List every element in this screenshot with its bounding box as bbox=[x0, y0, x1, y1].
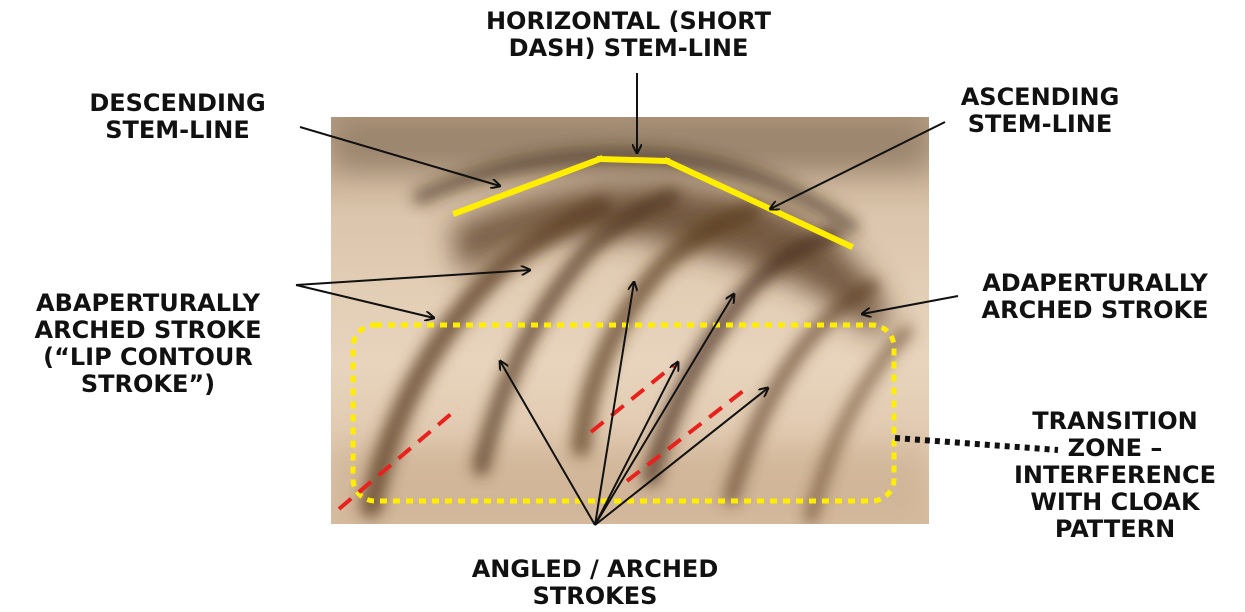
label-horizontal-stem: HORIZONTAL (SHORT DASH) STEM-LINE bbox=[456, 8, 801, 62]
arrow-abaperturally-upper bbox=[296, 270, 530, 285]
label-line: STROKE”) bbox=[8, 371, 288, 398]
label-line: STEM-LINE bbox=[70, 117, 285, 144]
label-line: ABAPERTURALLY bbox=[8, 290, 288, 317]
label-line: TRANSITION bbox=[990, 408, 1240, 435]
label-adaperturally: ADAPERTURALLY ARCHED STROKE bbox=[960, 270, 1230, 324]
label-line: DESCENDING bbox=[70, 90, 285, 117]
red-dash-right bbox=[627, 388, 747, 481]
label-line: (“LIP CONTOUR bbox=[8, 344, 288, 371]
label-line: STEM-LINE bbox=[935, 111, 1145, 138]
label-line: INTERFERENCE bbox=[990, 462, 1240, 489]
ascending-stem-line bbox=[667, 161, 850, 246]
descending-stem-line bbox=[456, 159, 600, 213]
label-line: ARCHED STROKE bbox=[8, 317, 288, 344]
label-ascending-stem: ASCENDING STEM-LINE bbox=[935, 84, 1145, 138]
label-line: HORIZONTAL (SHORT bbox=[456, 8, 801, 35]
horizontal-stem-line bbox=[600, 159, 667, 161]
label-descending-stem: DESCENDING STEM-LINE bbox=[70, 90, 285, 144]
label-line: STROKES bbox=[430, 583, 760, 610]
label-line: WITH CLOAK bbox=[990, 489, 1240, 516]
label-line: ANGLED / ARCHED bbox=[430, 556, 760, 583]
label-line: PATTERN bbox=[990, 516, 1240, 543]
label-line: ADAPERTURALLY bbox=[960, 270, 1230, 297]
arrow-adaperturally bbox=[862, 296, 958, 314]
label-line: ASCENDING bbox=[935, 84, 1145, 111]
label-angled-strokes: ANGLED / ARCHED STROKES bbox=[430, 556, 760, 610]
stem-line-trace bbox=[456, 159, 850, 246]
red-dash-middle bbox=[591, 365, 674, 432]
label-line: ARCHED STROKE bbox=[960, 297, 1230, 324]
pointer-arrows bbox=[296, 73, 958, 525]
arrow-descending-stem bbox=[300, 127, 500, 186]
label-line: ZONE – bbox=[990, 435, 1240, 462]
label-abaperturally: ABAPERTURALLY ARCHED STROKE (“LIP CONTOU… bbox=[8, 290, 288, 398]
label-transition-zone: TRANSITION ZONE – INTERFERENCE WITH CLOA… bbox=[990, 408, 1240, 543]
label-line: DASH) STEM-LINE bbox=[456, 35, 801, 62]
arrow-ascending-stem bbox=[770, 122, 945, 209]
arrow-abaperturally-lower bbox=[296, 285, 434, 318]
